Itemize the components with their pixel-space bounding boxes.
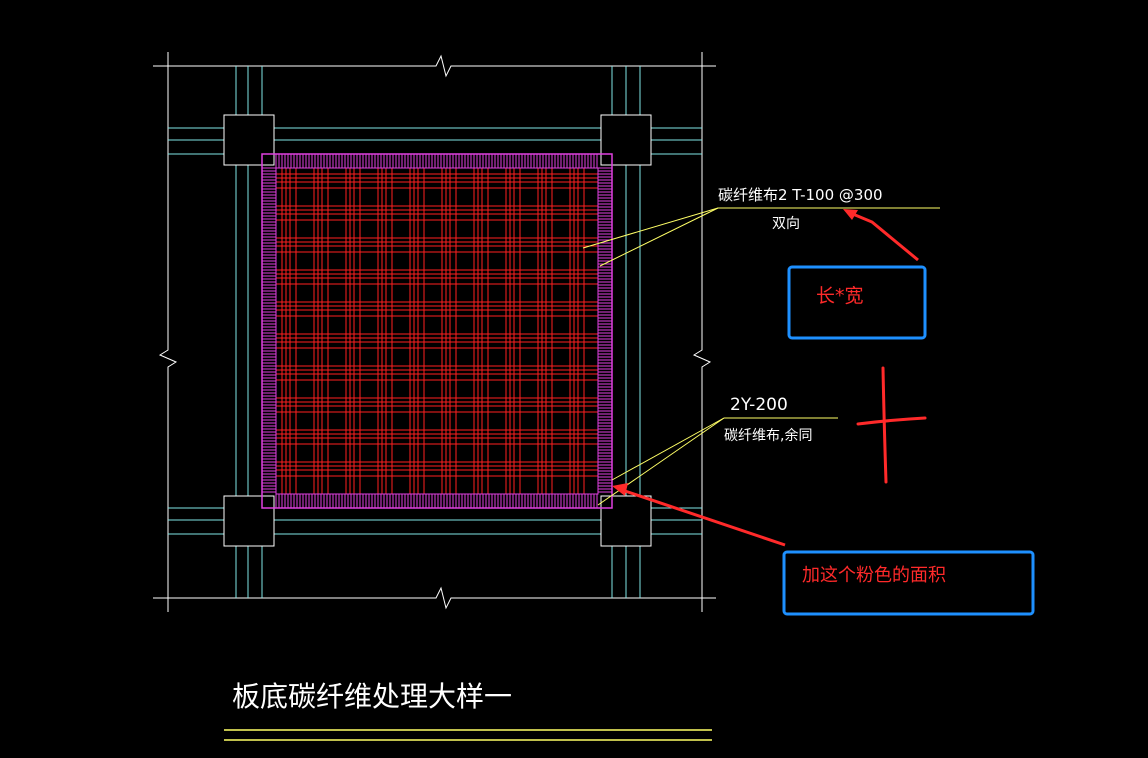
frame-lines xyxy=(153,52,716,612)
hand-drawn-cross xyxy=(856,366,927,484)
annotation-arrow-1 xyxy=(843,209,919,262)
pink-hatch-top xyxy=(275,154,598,168)
callout-top-line2: 双向 xyxy=(772,216,800,232)
column-bottom-left xyxy=(223,495,275,547)
pink-border-area xyxy=(261,153,613,509)
red-fiber-grid xyxy=(276,168,598,494)
drawing-title: 板底碳纤维处理大样一 xyxy=(232,680,512,713)
leader-lines xyxy=(582,207,940,506)
column-top-right xyxy=(600,114,652,166)
annotation-box-1-text: 长*宽 xyxy=(816,285,864,307)
pink-hatch-right xyxy=(598,167,612,493)
columns xyxy=(223,114,652,547)
annotation-box-2 xyxy=(782,550,1035,616)
pink-hatch-bottom xyxy=(275,494,598,508)
column-top-left xyxy=(223,114,275,166)
callout-top-line1: 碳纤维布2 T-100 @300 xyxy=(718,186,883,204)
callout-bottom-line1: 2Y-200 xyxy=(730,395,788,415)
column-bottom-right xyxy=(600,495,652,547)
title-underline xyxy=(224,729,712,741)
annotation-box-2-text: 加这个粉色的面积 xyxy=(802,565,946,586)
callout-bottom-line2: 碳纤维布,余同 xyxy=(724,427,812,444)
pink-hatch-left xyxy=(262,167,276,493)
annotation-arrow-2 xyxy=(612,483,786,547)
annotation-box-1 xyxy=(787,265,927,340)
slab-fiber-area xyxy=(261,153,613,509)
